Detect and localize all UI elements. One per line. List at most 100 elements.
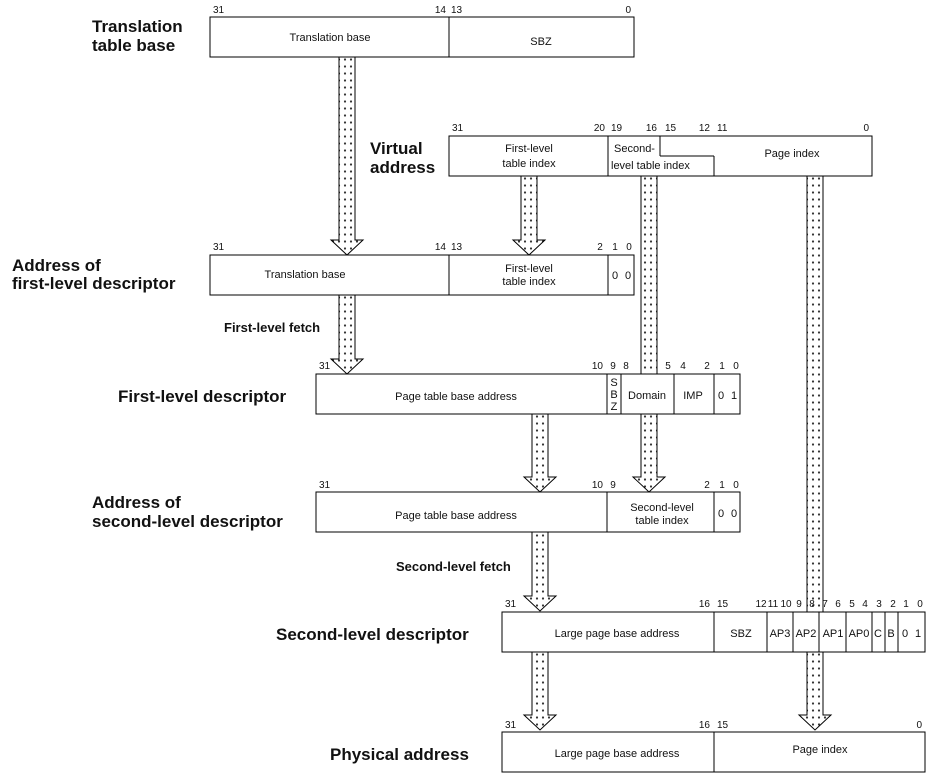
field-first-level-index-line1: First-level — [505, 143, 553, 155]
bit-8: 8 — [809, 599, 815, 610]
bit-31: 31 — [452, 123, 464, 134]
bit-7: 7 — [822, 599, 828, 610]
bit-31: 31 — [505, 599, 517, 610]
bit-0: 0 — [863, 123, 869, 134]
bit-2: 2 — [704, 361, 710, 372]
bit-3: 3 — [876, 599, 882, 610]
label-physical-address: Physical address — [330, 745, 469, 764]
field-bit1-zero: 0 — [718, 508, 724, 520]
field-ap0: AP0 — [849, 628, 870, 640]
bit-11: 11 — [768, 599, 779, 610]
bit-13: 13 — [451, 242, 463, 253]
bit-2: 2 — [597, 242, 603, 253]
bit-15: 15 — [717, 599, 729, 610]
label-translation-table-base-line1: Translation — [92, 17, 183, 36]
field-ap3: AP3 — [770, 628, 791, 640]
field-bit0-zero: 0 — [625, 270, 631, 282]
label-translation-table-base-line2: table base — [92, 36, 175, 55]
label-first-level-address-line2: first-level descriptor — [12, 274, 176, 293]
field-sbz-b: B — [610, 389, 617, 401]
bit-16: 16 — [646, 123, 658, 134]
bit-2: 2 — [890, 599, 896, 610]
bit-0: 0 — [733, 361, 739, 372]
bit-10: 10 — [592, 361, 604, 372]
field-bit1: 0 — [902, 628, 908, 640]
field-sbz: SBZ — [530, 36, 552, 48]
bit-8: 8 — [623, 361, 629, 372]
field-page-table-base-address: Page table base address — [395, 510, 517, 522]
field-first-level-index-line1: First-level — [505, 263, 553, 275]
field-page-index: Page index — [764, 148, 820, 160]
arrow-page-table-base — [522, 413, 558, 493]
bit-0: 0 — [733, 480, 739, 491]
arrow-first-level-fetch — [329, 294, 365, 375]
bit-16: 16 — [699, 720, 711, 731]
field-page-table-base-address: Page table base address — [395, 391, 517, 403]
bit-2: 2 — [704, 480, 710, 491]
bit-0: 0 — [917, 599, 923, 610]
second-level-descriptor-address: 31 10 9 2 1 0 Page table base address Se… — [315, 480, 741, 533]
field-sbz-z: Z — [611, 401, 618, 413]
bit-1: 1 — [612, 242, 618, 253]
bit-13: 13 — [451, 5, 463, 16]
bit-15: 15 — [665, 123, 677, 134]
bit-4: 4 — [862, 599, 868, 610]
physical-address: 31 16 15 0 Large page base address Page … — [501, 720, 926, 773]
field-c: C — [874, 628, 882, 640]
bit-9: 9 — [610, 361, 616, 372]
field-large-page-base-address: Large page base address — [555, 628, 680, 640]
field-bit0-zero: 0 — [731, 508, 737, 520]
bit-31: 31 — [213, 5, 225, 16]
field-b: B — [887, 628, 894, 640]
bit-31: 31 — [505, 720, 517, 731]
field-ap1: AP1 — [823, 628, 844, 640]
bit-20: 20 — [594, 123, 606, 134]
field-bit0: 1 — [915, 628, 921, 640]
bit-0: 0 — [916, 720, 922, 731]
label-first-level-descriptor: First-level descriptor — [118, 387, 287, 406]
bit-11: 11 — [717, 123, 728, 134]
arrow-large-page-base — [522, 651, 558, 731]
field-bit1-zero: 0 — [612, 270, 618, 282]
field-first-level-index-line2: table index — [502, 276, 556, 288]
field-first-level-index-line2: table index — [502, 158, 556, 170]
bit-0: 0 — [625, 5, 631, 16]
field-second-level-index-line1: Second-level — [630, 502, 694, 514]
bit-5: 5 — [665, 361, 671, 372]
bit-12: 12 — [755, 599, 767, 610]
field-second-level-index-line2: table index — [635, 515, 689, 527]
arrow-second-index — [631, 175, 667, 493]
virtual-address-register: 31 20 19 16 15 12 11 0 First-level table… — [448, 123, 873, 177]
bit-1: 1 — [719, 480, 725, 491]
label-virtual-address-line2: address — [370, 158, 435, 177]
field-domain: Domain — [628, 390, 666, 402]
bit-14: 14 — [435, 242, 447, 253]
ttb-register: 31 14 13 0 Translation base SBZ — [209, 5, 635, 58]
arrow-ttb-to-first-level-address — [329, 56, 365, 256]
field-sbz-s: S — [610, 377, 617, 389]
first-level-descriptor-address: 31 14 13 2 1 0 Translation base First-le… — [209, 242, 635, 296]
bit-1: 1 — [903, 599, 909, 610]
bit-31: 31 — [213, 242, 225, 253]
field-translation-base: Translation base — [265, 269, 346, 281]
bit-4: 4 — [680, 361, 686, 372]
label-second-level-address-line2: second-level descriptor — [92, 512, 283, 531]
bit-16: 16 — [699, 599, 711, 610]
field-sbz: SBZ — [730, 628, 752, 640]
field-page-index: Page index — [792, 744, 848, 756]
bit-5: 5 — [849, 599, 855, 610]
bit-15: 15 — [717, 720, 729, 731]
label-second-level-descriptor: Second-level descriptor — [276, 625, 469, 644]
field-imp: IMP — [683, 390, 703, 402]
bit-14: 14 — [435, 5, 447, 16]
field-second-level-index-line2: level table index — [611, 160, 690, 172]
bit-31: 31 — [319, 480, 331, 491]
bit-19: 19 — [611, 123, 623, 134]
first-level-descriptor: 31 10 9 8 5 4 2 1 0 Page table base addr… — [315, 361, 741, 415]
field-bit0: 1 — [731, 390, 737, 402]
bit-0: 0 — [626, 242, 632, 253]
label-first-level-address-line1: Address of — [12, 256, 101, 275]
arrow-page-index — [797, 175, 833, 731]
bit-31: 31 — [319, 361, 331, 372]
